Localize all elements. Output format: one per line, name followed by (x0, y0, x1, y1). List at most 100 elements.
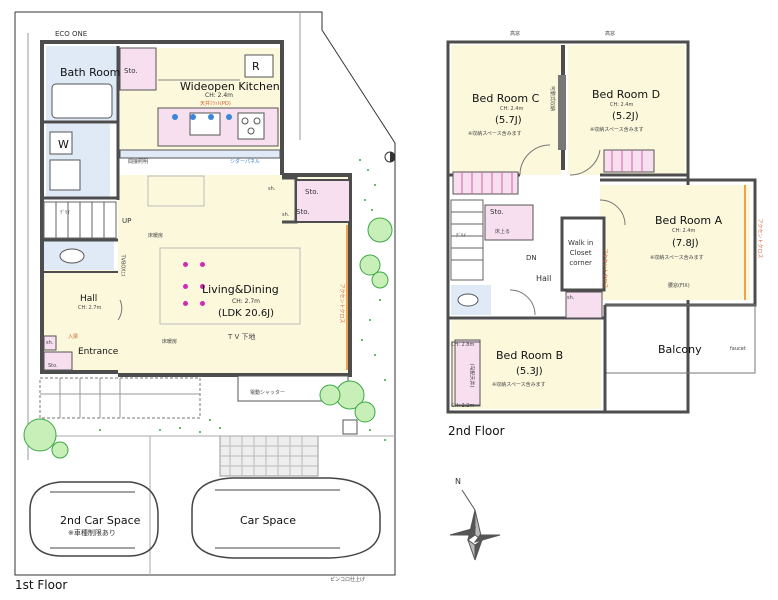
pendant-light (200, 301, 205, 306)
greenery (23, 217, 393, 459)
sto-top-label: Sto. (305, 188, 319, 196)
floor2-title: 2nd Floor (448, 424, 505, 438)
balcony (604, 304, 756, 374)
hall1-label: Hall (80, 294, 98, 304)
dining-table (147, 175, 205, 207)
toilet2 (457, 293, 479, 307)
balcony-label: Balcony (658, 343, 702, 356)
eco-one-label: ECO ONE (55, 30, 88, 38)
pendant-light (200, 262, 205, 267)
sto2-label: Sto. (490, 208, 504, 216)
walk-in-area (563, 220, 603, 290)
pinkoro-label: ピンコロ仕上げ (330, 577, 366, 583)
high-window-2: 高窓 (605, 31, 616, 37)
hall2-label: Hall (536, 274, 552, 283)
up-label: UP (122, 217, 132, 225)
sofa (159, 247, 301, 325)
stove (237, 112, 265, 140)
stair-floor1 (43, 201, 117, 239)
bed-c-note: ※収納スペース含みます (468, 131, 522, 137)
planter (342, 419, 358, 435)
sto-mid-label: Sto. (296, 208, 310, 216)
tv-wall-label: T V 下地 (228, 333, 256, 341)
bed-c-ch: CH: 2.4m (500, 106, 524, 112)
stair-floor2 (450, 199, 484, 281)
walk-in-line2: Closet (569, 249, 592, 257)
bed-b-loft-label: (勾配天井) (468, 363, 475, 388)
entrance-sh (43, 335, 57, 351)
car-outline-1 (29, 481, 159, 557)
bed-d-note: ※収納スペース含みます (590, 127, 644, 133)
bathtub (51, 83, 113, 119)
washbasin (49, 159, 81, 191)
pendant-light (183, 301, 188, 306)
faucet-label: faucet (730, 346, 746, 352)
bath-room-label: Bath Room (60, 66, 121, 79)
walk-in-line3: corner (569, 259, 592, 267)
car-outline-2 (191, 477, 381, 559)
sh-mid-label: sh. (282, 212, 290, 218)
bed-a-label: Bed Room A (655, 214, 723, 227)
dn-label: DN (526, 254, 537, 262)
closet-hall (565, 291, 603, 319)
kitchen-pantry (119, 47, 157, 91)
stair1-label: ﾃﾞﾘｲ (60, 210, 71, 216)
accent-a2-label: アクセントクロス (601, 248, 608, 289)
pendant-light (183, 262, 188, 267)
bed-b-ch1: CH: 2.8m (451, 342, 475, 348)
kitchen-ch: CH: 2.4m (205, 92, 234, 99)
walk-in-label: Walk in Closet corner (568, 238, 593, 268)
high-window-1: 高窓 (510, 31, 521, 37)
entrance-sto (43, 351, 73, 371)
washer (49, 131, 73, 155)
downlight (226, 114, 232, 120)
bed-a-note: ※収納スペース含みます (650, 255, 704, 261)
bed-d-ch: CH: 2.4m (610, 102, 634, 108)
bed-d-area: (5.2J) (612, 111, 639, 122)
kitchen-fridge (244, 54, 274, 78)
downlight (172, 114, 178, 120)
w-mark: W (58, 138, 69, 151)
bed-b-label: Bed Room B (496, 349, 564, 362)
bed-b-ch2: CH: 2.2m (451, 403, 475, 409)
bed-b-area: (5.3J) (516, 366, 543, 377)
cedar-panel-label: シダーパネル (230, 159, 260, 165)
bed-d-label: Bed Room D (592, 88, 661, 101)
bed-c-label: Bed Room C (472, 92, 540, 105)
compass-north: N (455, 477, 461, 486)
sh2-label: sh. (567, 295, 575, 301)
walk-in-wall (560, 216, 606, 292)
pendant-light (200, 284, 205, 289)
bedroom-window-label: 腰窓(FIX) (668, 283, 690, 289)
yukaue-label: 床上る (495, 229, 511, 235)
walk-in-line1: Walk in (568, 239, 594, 247)
kitchen-island (119, 149, 281, 159)
living-wall (118, 173, 352, 377)
terrace-deck (40, 378, 200, 418)
toilet (59, 248, 85, 264)
closet-sto (484, 204, 534, 241)
hall1-ch: CH: 2.7m (78, 305, 102, 311)
living-ch: CH: 2.7m (232, 298, 261, 305)
shutter-label: 電動シャッター (250, 390, 286, 396)
downlight (190, 114, 196, 120)
bed-b-note: ※収納スペース含みます (492, 382, 546, 388)
car-space-2-note: ※車種制限あり (68, 529, 116, 537)
floor1-title: 1st Floor (15, 578, 68, 592)
entrance-sto-label: Sto. (48, 363, 58, 369)
stair2-label: ﾃﾞﾘｲ (456, 233, 467, 239)
living-area: (LDK 20.6J) (218, 308, 275, 319)
floor-heating-2: 床暖房 (162, 339, 178, 345)
living-sto-box (295, 179, 351, 223)
movable-storage (558, 75, 566, 150)
floor-heating-1: 床暖房 (148, 233, 164, 239)
closet-b (454, 339, 481, 406)
bed-c-area (451, 45, 561, 175)
site-boundary (14, 11, 396, 576)
kitchen-note: 天井ﾌﾗｯﾄ(PD) (200, 101, 231, 107)
bed-a-area (600, 185, 750, 300)
car-space-2-label: 2nd Car Space (60, 514, 141, 527)
pendant-light (183, 284, 188, 289)
bed-a-ch: CH: 2.4m (672, 228, 696, 234)
